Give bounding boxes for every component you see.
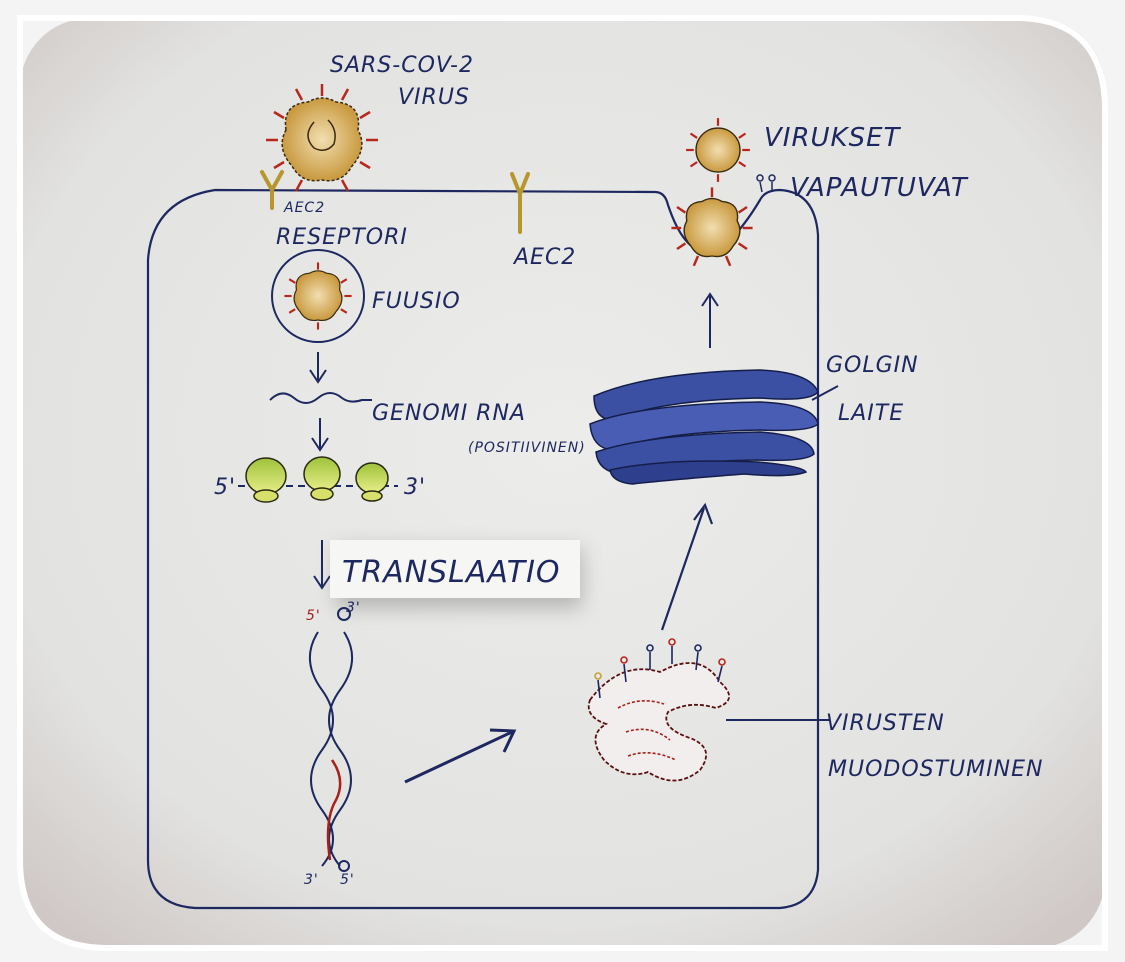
ribosome-chain	[238, 457, 398, 502]
virus-name-line1: SARS-COV-2	[330, 53, 474, 78]
ace2-label-left: AEC2	[283, 200, 325, 216]
golgi-label-line1: GOLGIN	[826, 353, 919, 378]
helix-bottom-3-label: 3'	[304, 872, 319, 888]
assembly-label-line2: MUODOSTUMINEN	[828, 757, 1043, 782]
fusion-vesicle	[272, 250, 364, 342]
assembly-label-line1: VIRUSTEN	[826, 711, 945, 736]
translation-label: TRANSLAATIO	[342, 555, 561, 590]
helix-top-5-label: 5'	[306, 608, 321, 624]
positive-strand-label: (POSITIIVINEN)	[468, 440, 586, 456]
release-label-line1: VIRUKSET	[764, 123, 902, 153]
three-prime-label: 3'	[404, 475, 426, 500]
receptor-label: RESEPTORI	[276, 225, 408, 250]
release-label-line2: VAPAUTUVAT	[790, 173, 969, 203]
golgi-apparatus-icon	[590, 370, 818, 484]
genomic-rna-label: GENOMI RNA	[372, 401, 526, 426]
paper-sheet	[20, 18, 1105, 948]
ace2-label-right: AEC2	[512, 245, 576, 270]
golgi-label-line2: LAITE	[838, 401, 904, 426]
helix-top-3-label: 3'	[346, 600, 361, 616]
virus-name-line2: VIRUS	[398, 85, 470, 110]
helix-bottom-5-label: 5'	[340, 872, 355, 888]
five-prime-label: 5'	[214, 475, 236, 500]
fusion-label: FUUSIO	[372, 289, 461, 314]
